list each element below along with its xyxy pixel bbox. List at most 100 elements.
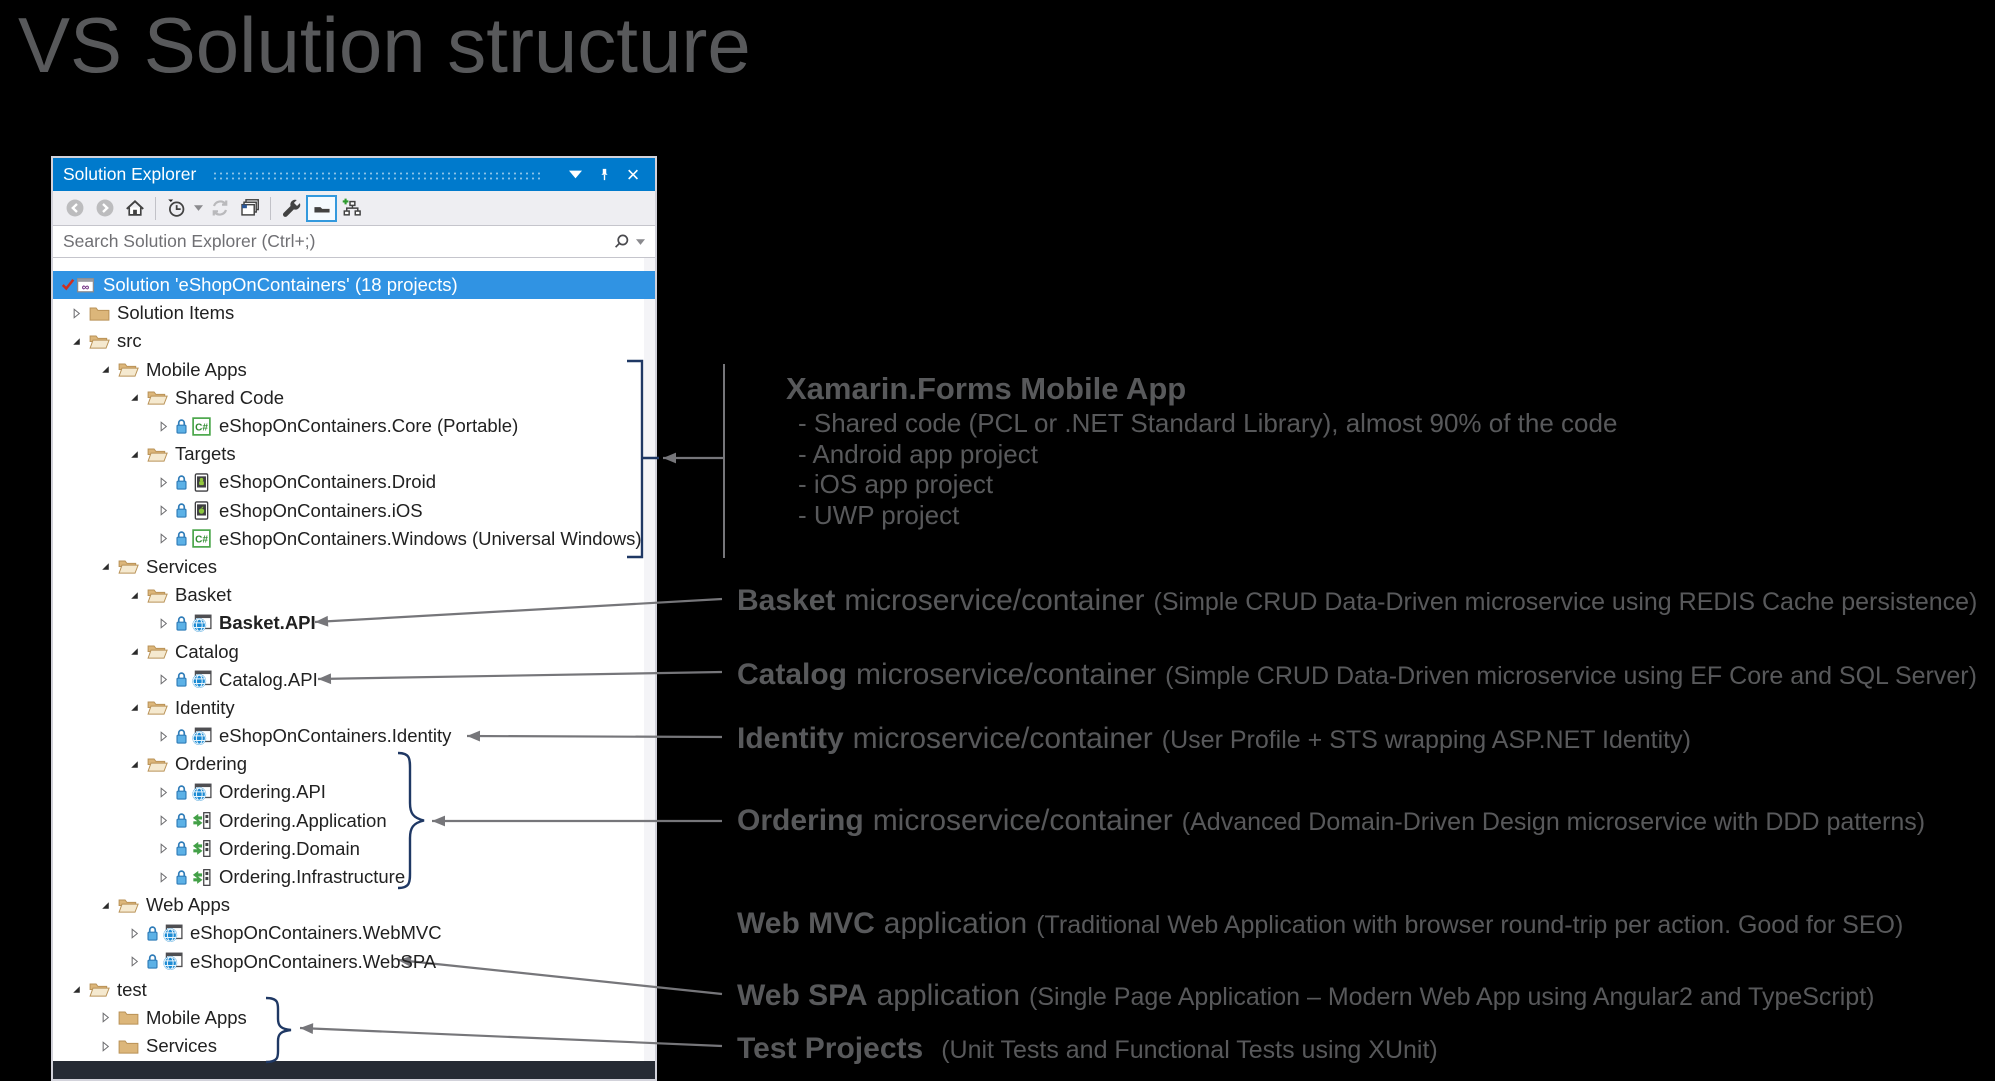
chevron-down-icon[interactable]	[563, 163, 587, 187]
expand-arrow-icon[interactable]	[156, 728, 173, 745]
panel-titlebar[interactable]: Solution Explorer ×	[53, 158, 655, 191]
collapse-arrow-icon[interactable]	[127, 446, 144, 463]
xamarin-annotation-title: Xamarin.Forms Mobile App	[786, 371, 1187, 406]
tree-item-targets[interactable]: Targets	[53, 440, 655, 468]
tree-item-shared-code[interactable]: Shared Code	[53, 384, 655, 412]
tree-item-eshoponcontainers-webspa[interactable]: eShopOnContainers.WebSPA	[53, 948, 655, 976]
expand-arrow-icon[interactable]	[156, 784, 173, 801]
tree-item-mobile-apps[interactable]: Mobile Apps	[53, 1004, 655, 1032]
csharp-icon: C#	[191, 416, 212, 436]
scope-add-button[interactable]	[337, 195, 367, 222]
expand-arrow-icon[interactable]	[156, 615, 173, 632]
caret-down-icon[interactable]	[191, 195, 205, 222]
tree-item-web-apps[interactable]: Web Apps	[53, 891, 655, 919]
tree-item-eshoponcontainers-windows-universal-windows[interactable]: C# eShopOnContainers.Windows (Universal W…	[53, 525, 655, 553]
search-input[interactable]: Search Solution Explorer (Ctrl+;)	[53, 225, 655, 258]
tree-item-eshoponcontainers-core-portable[interactable]: C#eShopOnContainers.Core (Portable)	[53, 412, 655, 440]
tree-item-basket-api[interactable]: Basket.API	[53, 609, 655, 637]
collapse-arrow-icon[interactable]	[127, 699, 144, 716]
collapse-arrow-icon[interactable]	[98, 558, 115, 575]
tree-item-mobile-apps[interactable]: Mobile Apps	[53, 356, 655, 384]
tree-item-solution-eshoponcontainers-18-projects[interactable]: ∞Solution 'eShopOnContainers' (18 projec…	[53, 271, 655, 300]
lock-icon	[175, 474, 188, 491]
callout-type: application	[876, 979, 1021, 1012]
home-button[interactable]	[120, 195, 150, 222]
expand-arrow-icon[interactable]	[156, 502, 173, 519]
vertical-scrollbar[interactable]	[644, 258, 655, 1061]
tree-item-label: src	[117, 330, 142, 352]
tree-item-ordering-domain[interactable]: Ordering.Domain	[53, 835, 655, 863]
expand-arrow-icon[interactable]	[156, 812, 173, 829]
tree-item-services[interactable]: Services	[53, 553, 655, 581]
xamarin-bullet: - iOS app project	[798, 469, 994, 499]
expand-arrow-icon[interactable]	[156, 474, 173, 491]
search-icon[interactable]	[613, 233, 630, 250]
close-icon[interactable]: ×	[626, 161, 640, 187]
tree-item-eshoponcontainers-droid[interactable]: eShopOnContainers.Droid	[53, 468, 655, 496]
tree-item-eshoponcontainers-identity[interactable]: eShopOnContainers.Identity	[53, 722, 655, 750]
pin-icon[interactable]	[592, 163, 616, 187]
callout-detail: (Simple CRUD Data-Driven microservice us…	[1165, 662, 1977, 690]
forward-button[interactable]	[90, 195, 120, 222]
collapse-arrow-icon[interactable]	[69, 333, 86, 350]
web-icon	[191, 670, 212, 689]
search-options-caret-icon[interactable]	[636, 238, 645, 245]
lock-icon	[175, 615, 188, 632]
collapse-arrow-icon[interactable]	[98, 361, 115, 378]
collapse-arrow-icon[interactable]	[127, 643, 144, 660]
properties-window-button[interactable]	[235, 195, 265, 222]
sync-button[interactable]	[205, 195, 235, 222]
collapse-arrow-icon[interactable]	[127, 389, 144, 406]
tree-item-eshoponcontainers-webmvc[interactable]: eShopOnContainers.WebMVC	[53, 919, 655, 947]
page-title: VS Solution structure	[18, 1, 751, 89]
expand-arrow-icon[interactable]	[127, 925, 144, 942]
xamarin-bullet: - Shared code (PCL or .NET Standard Libr…	[798, 408, 1618, 438]
expand-arrow-icon[interactable]	[69, 305, 86, 322]
expand-arrow-icon[interactable]	[156, 530, 173, 547]
expand-arrow-icon[interactable]	[156, 869, 173, 886]
tree-item-identity[interactable]: Identity	[53, 694, 655, 722]
collapse-arrow-icon[interactable]	[127, 587, 144, 604]
expand-arrow-icon[interactable]	[127, 953, 144, 970]
tree-item-label: eShopOnContainers.Windows (Universal Win…	[219, 527, 642, 549]
callout-detail: (Simple CRUD Data-Driven microservice us…	[1153, 588, 1978, 616]
back-button[interactable]	[60, 195, 90, 222]
panel-toolbar	[53, 191, 655, 225]
tree-item-ordering-infrastructure[interactable]: Ordering.Infrastructure	[53, 863, 655, 891]
collapse-arrow-icon[interactable]	[69, 981, 86, 998]
tree-item-label: Targets	[175, 443, 236, 465]
tree-item-test[interactable]: test	[53, 976, 655, 1004]
collapse-arrow-icon[interactable]	[127, 756, 144, 773]
tree-item-eshoponcontainers-ios[interactable]: eShopOnContainers.iOS	[53, 497, 655, 525]
tree-item-label: Services	[146, 1035, 217, 1057]
lib-icon	[191, 839, 212, 858]
collapse-arrow-icon[interactable]	[98, 897, 115, 914]
tree-item-services[interactable]: Services	[53, 1032, 655, 1060]
expand-arrow-icon[interactable]	[156, 671, 173, 688]
callout-detail: (Advanced Domain-Driven Design microserv…	[1181, 808, 1926, 836]
tree-item-ordering[interactable]: Ordering	[53, 750, 655, 778]
tree-item-catalog-api[interactable]: Catalog.API	[53, 666, 655, 694]
preview-selected-items-button[interactable]	[306, 194, 337, 222]
tree-item-src[interactable]: src	[53, 327, 655, 355]
tree-item-basket[interactable]: Basket	[53, 581, 655, 609]
expand-arrow-icon[interactable]	[156, 418, 173, 435]
panel-bottom-edge	[53, 1061, 655, 1079]
wrench-button[interactable]	[276, 195, 306, 222]
lock-icon	[175, 812, 188, 829]
titlebar-grip-texture	[212, 170, 544, 182]
svg-text:C#: C#	[195, 535, 208, 546]
web-icon	[191, 783, 212, 802]
expand-arrow-icon[interactable]	[98, 1038, 115, 1055]
tree-item-catalog[interactable]: Catalog	[53, 637, 655, 665]
expand-arrow-icon[interactable]	[156, 840, 173, 857]
expand-arrow-icon[interactable]	[98, 1009, 115, 1026]
tree-item-ordering-application[interactable]: Ordering.Application	[53, 807, 655, 835]
pending-changes-filter-button[interactable]	[161, 195, 191, 222]
folder-open-icon	[147, 642, 168, 661]
lib-icon	[191, 811, 212, 830]
folder-closed-icon	[118, 1008, 139, 1027]
tree-item-solution-items[interactable]: Solution Items	[53, 299, 655, 327]
tree-item-ordering-api[interactable]: Ordering.API	[53, 778, 655, 806]
